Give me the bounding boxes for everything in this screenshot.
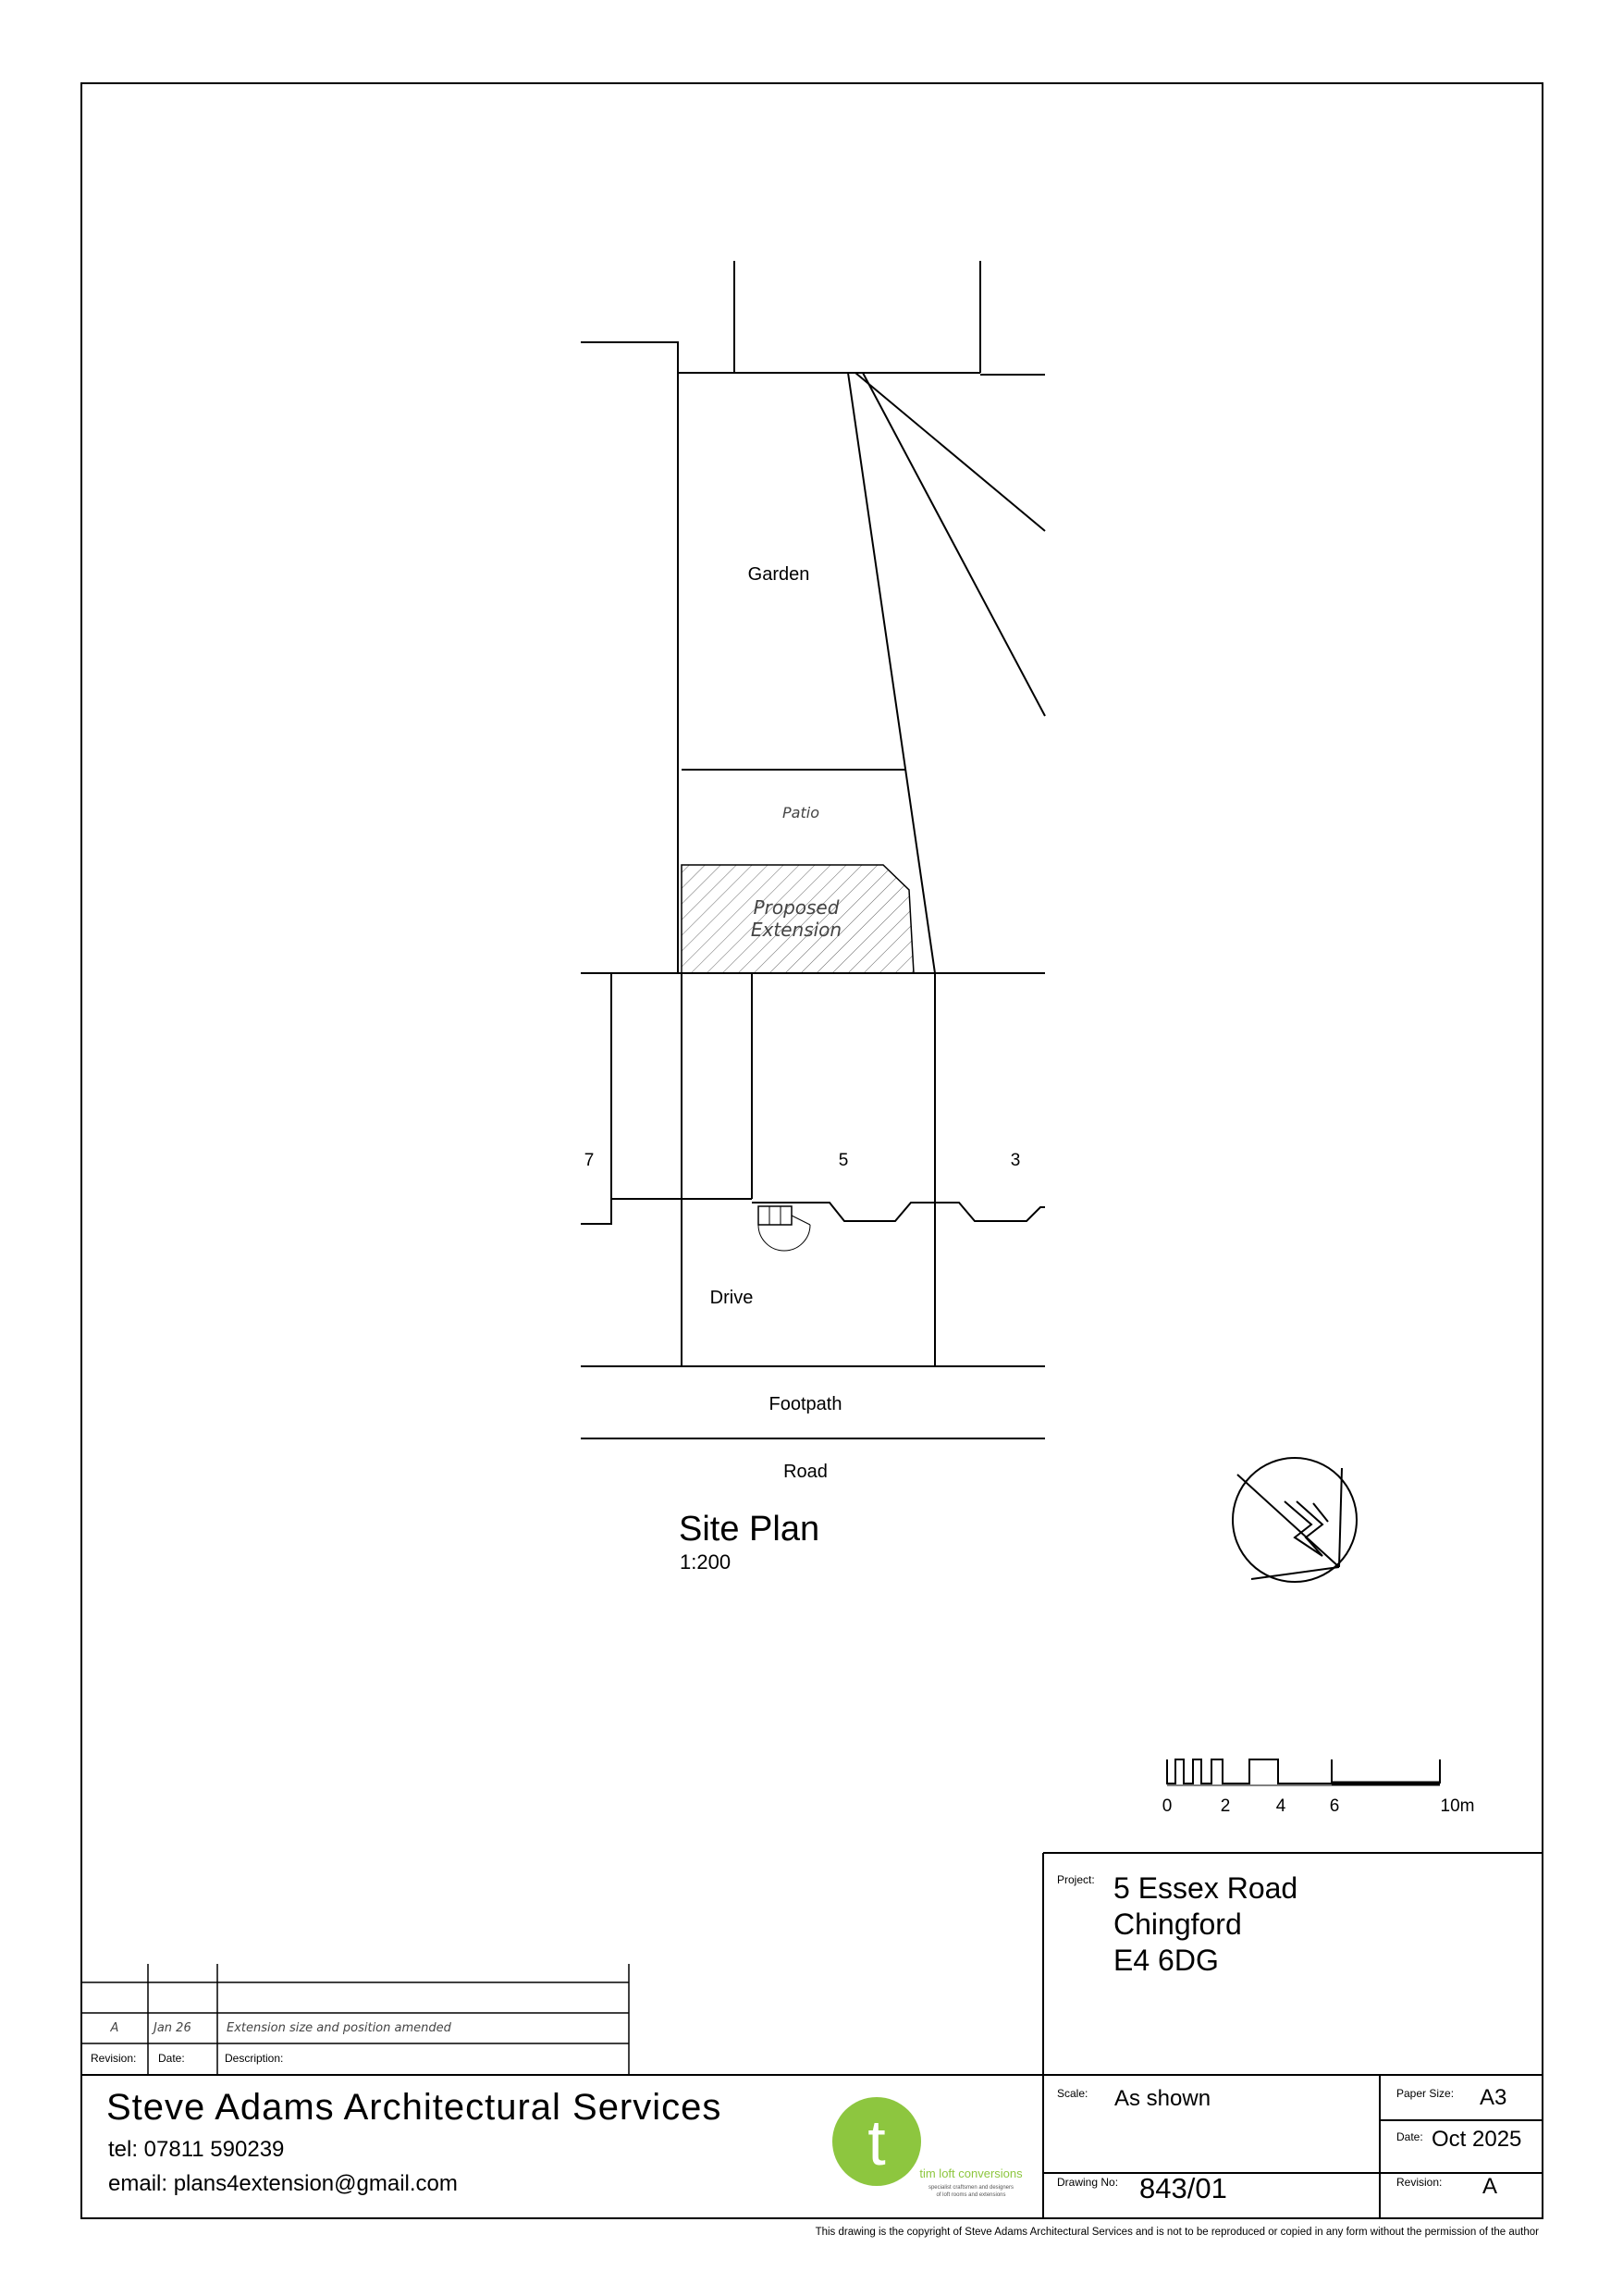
revision-value: A bbox=[1482, 2174, 1497, 2199]
drawing-no-label: Drawing No: bbox=[1057, 2176, 1118, 2189]
revision-row-rev: A bbox=[110, 2021, 119, 2035]
paper-size-label: Paper Size: bbox=[1396, 2087, 1454, 2100]
copyright-notice: This drawing is the copyright of Steve A… bbox=[816, 2227, 1540, 2238]
scale-tick-0: 0 bbox=[1162, 1796, 1173, 1816]
north-arrow-icon bbox=[1232, 1457, 1358, 1583]
plan-title: Site Plan bbox=[679, 1510, 819, 1549]
paper-size-value: A3 bbox=[1480, 2085, 1506, 2110]
revision-header-date: Date: bbox=[158, 2052, 185, 2065]
label-extension: Extension bbox=[751, 919, 842, 941]
scale-tick-2: 2 bbox=[1221, 1796, 1231, 1816]
label-garden: Garden bbox=[748, 564, 810, 585]
label-road: Road bbox=[783, 1462, 828, 1482]
scale-tick-10m: 10m bbox=[1441, 1796, 1475, 1816]
label-house-5: 5 bbox=[839, 1151, 849, 1170]
logo-name: tim loft conversions bbox=[919, 2166, 1023, 2180]
revision-header-description: Description: bbox=[225, 2052, 283, 2065]
site-plan bbox=[581, 261, 1046, 1439]
revision-label: Revision: bbox=[1396, 2176, 1442, 2189]
label-drive: Drive bbox=[710, 1288, 754, 1308]
date-label: Date: bbox=[1396, 2130, 1423, 2143]
project-line-3: E4 6DG bbox=[1113, 1944, 1219, 1977]
label-house-3: 3 bbox=[1011, 1151, 1021, 1170]
label-house-7: 7 bbox=[584, 1151, 595, 1170]
company-email: email: plans4extension@gmail.com bbox=[108, 2171, 458, 2196]
logo-tagline-2: of loft rooms and extensions bbox=[936, 2192, 1005, 2198]
project-line-2: Chingford bbox=[1113, 1907, 1242, 1941]
title-block-frame bbox=[81, 1852, 1543, 2218]
logo-letter: t bbox=[867, 2106, 885, 2179]
project-line-1: 5 Essex Road bbox=[1113, 1871, 1297, 1905]
label-patio: Patio bbox=[782, 804, 819, 821]
scale-tick-6: 6 bbox=[1330, 1796, 1340, 1816]
project-label: Project: bbox=[1057, 1873, 1095, 1886]
company-tel: tel: 07811 590239 bbox=[108, 2137, 284, 2162]
label-footpath: Footpath bbox=[769, 1394, 842, 1414]
revision-header-rev: Revision: bbox=[91, 2052, 136, 2065]
revision-row-description: Extension size and position amended bbox=[227, 2021, 452, 2035]
scale-value: As shown bbox=[1114, 2086, 1211, 2111]
logo-tagline-1: specialist craftsmen and designers bbox=[928, 2185, 1014, 2191]
scale-label: Scale: bbox=[1057, 2087, 1088, 2100]
date-value: Oct 2025 bbox=[1432, 2127, 1521, 2152]
scale-bar bbox=[1166, 1759, 1441, 1786]
label-proposed: Proposed bbox=[754, 896, 840, 919]
scale-tick-4: 4 bbox=[1276, 1796, 1286, 1816]
company-name: Steve Adams Architectural Services bbox=[106, 2087, 721, 2128]
revision-row-date: Jan 26 bbox=[151, 2021, 191, 2035]
plan-scale: 1:200 bbox=[680, 1550, 731, 1574]
sheet-border bbox=[80, 82, 1543, 2219]
tim-loft-logo: t tim loft conversions specialist crafts… bbox=[832, 2097, 1023, 2198]
drawing-no-value: 843/01 bbox=[1139, 2172, 1227, 2204]
revision-table bbox=[81, 1964, 630, 2075]
